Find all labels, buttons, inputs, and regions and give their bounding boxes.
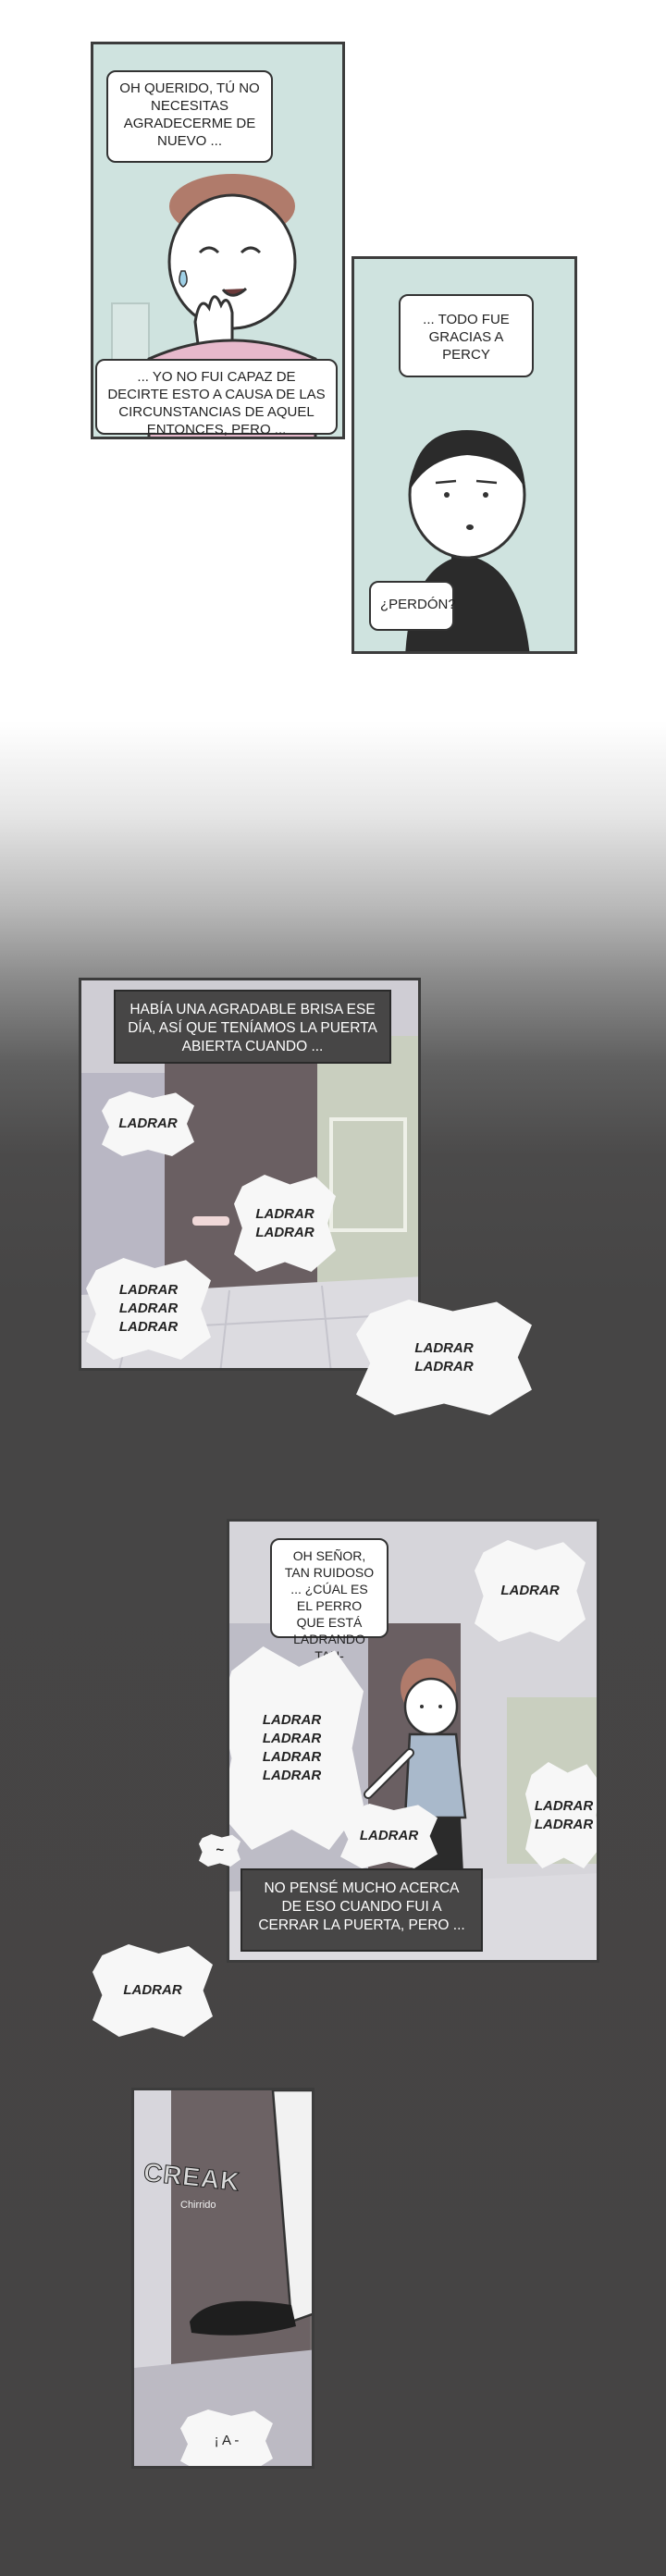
comic-panel-1: OH QUERIDO, TÚ NO NECESITAS AGRADECERME … [91,42,345,439]
bark-sfx: LADRAR [102,1091,194,1156]
speech-bubble-bottom: ... YO NO FUI CAPAZ DE DECIRTE ESTO A CA… [95,359,338,437]
comic-panel-5: CREAK Chirrido ¡ A - [131,2088,314,2469]
comic-panel-4: OH SEÑOR, TAN RUIDOSO ... ¿CÚAL ES EL PE… [227,1519,599,1963]
comic-panel-2: ... TODO FUE GRACIAS A PERCY ¿PERDÓN? [352,256,577,654]
speech-bubble-bottom: ¿PERDÓN? [369,581,456,631]
narration-caption: NO PENSÉ MUCHO ACERCA DE ESO CUANDO FUI … [240,1868,483,1952]
door-creak-scene [134,2090,312,2466]
speech-bubble-scream: ¡ A - [180,2410,273,2466]
speech-bubble: OH SEÑOR, TAN RUIDOSO ... ¿CÚAL ES EL PE… [270,1538,388,1663]
comic-panel-3: HABÍA UNA AGRADABLE BRISA ESE DÍA, ASÍ Q… [79,978,421,1371]
bark-sfx: LADRAR [475,1540,586,1642]
narration-caption: HABÍA UNA AGRADABLE BRISA ESE DÍA, ASÍ Q… [114,990,391,1064]
bark-sfx-overflow: LADRAR [92,1944,213,2037]
creak-translation: Chirrido [180,2200,216,2211]
speech-bubble-top: ... TODO FUE GRACIAS A PERCY [399,294,534,377]
speech-bubble-top: OH QUERIDO, TÚ NO NECESITAS AGRADECERME … [106,70,273,163]
sfx-squiggle: ~ [199,1834,240,1867]
bark-sfx: LADRAR [340,1804,438,1868]
